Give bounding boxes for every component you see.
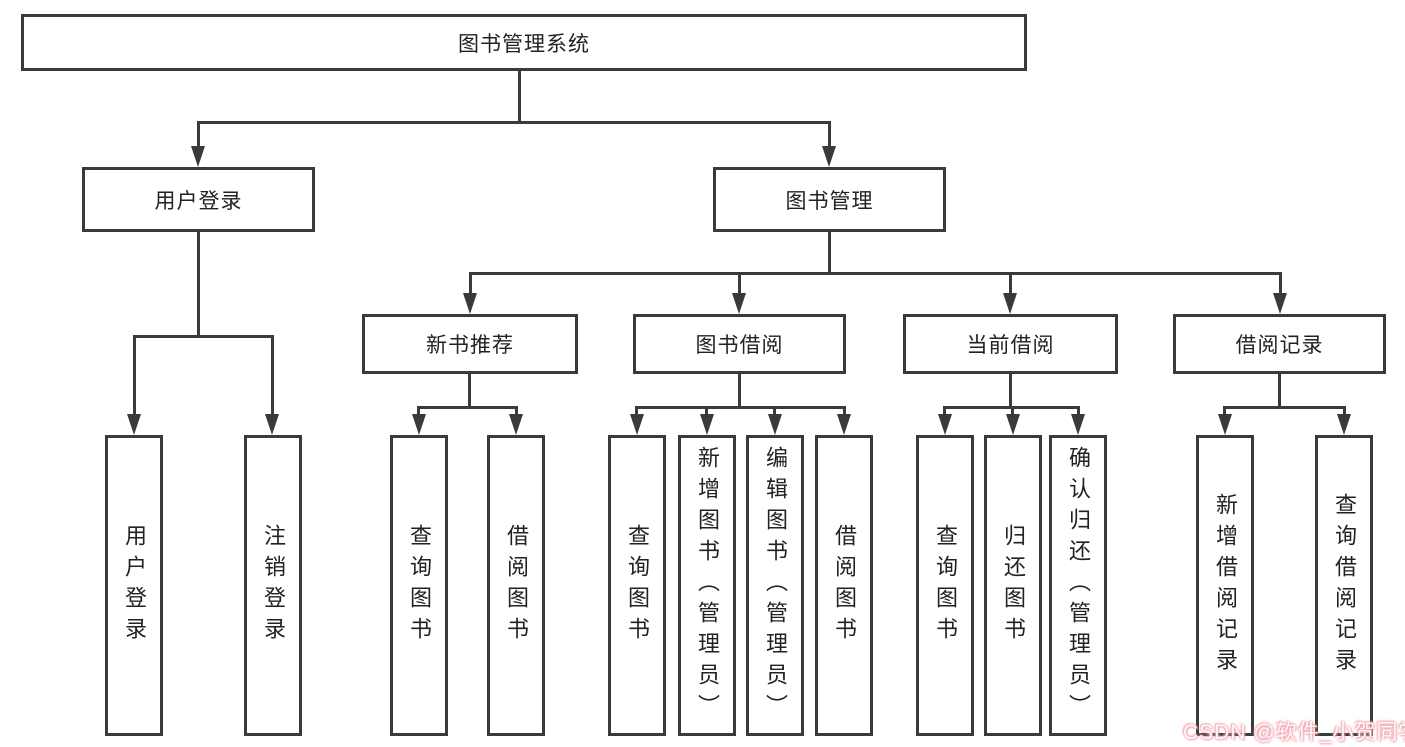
node-borrowing-records: 借阅记录 (1173, 314, 1386, 374)
leaf-query-borrow-record: 查询借阅记录 (1315, 435, 1373, 736)
arrow-down-icon (1218, 414, 1232, 435)
leaf-edit-books-admin: 编辑图书（管理员） (746, 435, 804, 736)
connector-line (271, 335, 274, 415)
leaf-query-books: 查询图书 (390, 435, 448, 736)
connector-line (943, 406, 946, 418)
arrow-down-icon (822, 146, 836, 167)
csdn-watermark: CSDN @软件_小贺同学 (1183, 721, 1405, 744)
node-current-borrowing: 当前借阅 (903, 314, 1118, 374)
connector-line (705, 406, 708, 418)
leaf-add-borrow-record: 新增借阅记录 (1196, 435, 1254, 736)
connector-line (1343, 406, 1346, 418)
connector-line (197, 121, 831, 124)
node-book-management: 图书管理 (713, 167, 946, 232)
connector-line (469, 272, 1282, 275)
node-new-book-recommendation: 新书推荐 (362, 314, 578, 374)
connector-line (635, 406, 846, 409)
leaf-user-login: 用户登录 (105, 435, 163, 736)
arrow-down-icon (768, 414, 782, 435)
connector-line (635, 406, 638, 418)
leaf-query-books: 查询图书 (916, 435, 974, 736)
connector-line (133, 335, 274, 338)
connector-line (1009, 272, 1012, 296)
arrow-down-icon (1071, 414, 1085, 435)
arrow-down-icon (509, 414, 523, 435)
connector-line (773, 406, 776, 418)
arrow-down-icon (938, 414, 952, 435)
leaf-query-books: 查询图书 (608, 435, 666, 736)
arrow-down-icon (265, 414, 279, 435)
connector-line (417, 406, 518, 409)
connector-line (1077, 406, 1080, 418)
connector-line (518, 71, 521, 123)
arrow-down-icon (412, 414, 426, 435)
connector-line (468, 374, 471, 408)
node-user-login: 用户登录 (82, 167, 315, 232)
arrow-down-icon (837, 414, 851, 435)
leaf-borrow-books: 借阅图书 (487, 435, 545, 736)
connector-line (197, 232, 200, 336)
arrow-down-icon (463, 293, 477, 314)
connector-line (1279, 272, 1282, 296)
arrow-down-icon (732, 293, 746, 314)
leaf-borrow-books: 借阅图书 (815, 435, 873, 736)
arrow-down-icon (1273, 293, 1287, 314)
arrow-down-icon (1337, 414, 1351, 435)
connector-line (1223, 406, 1346, 409)
node-book-borrowing: 图书借阅 (633, 314, 846, 374)
connector-line (469, 272, 472, 296)
leaf-logout: 注销登录 (244, 435, 302, 736)
arrow-down-icon (1003, 293, 1017, 314)
connector-line (828, 121, 831, 151)
leaf-return-books: 归还图书 (984, 435, 1042, 736)
connector-line (1009, 374, 1012, 408)
connector-line (1278, 374, 1281, 408)
connector-line (515, 406, 518, 418)
arrow-down-icon (700, 414, 714, 435)
connector-line (1223, 406, 1226, 418)
arrow-down-icon (127, 414, 141, 435)
connector-line (738, 374, 741, 408)
connector-line (133, 335, 136, 415)
arrow-down-icon (630, 414, 644, 435)
connector-line (843, 406, 846, 418)
leaf-confirm-return-admin: 确认归还（管理员） (1049, 435, 1107, 736)
node-library-management-system: 图书管理系统 (21, 14, 1027, 71)
connector-line (828, 232, 831, 273)
arrow-down-icon (191, 146, 205, 167)
connector-line (417, 406, 420, 418)
connector-line (1011, 406, 1014, 418)
connector-line (738, 272, 741, 296)
leaf-add-books-admin: 新增图书（管理员） (678, 435, 736, 736)
arrow-down-icon (1006, 414, 1020, 435)
connector-line (197, 121, 200, 151)
